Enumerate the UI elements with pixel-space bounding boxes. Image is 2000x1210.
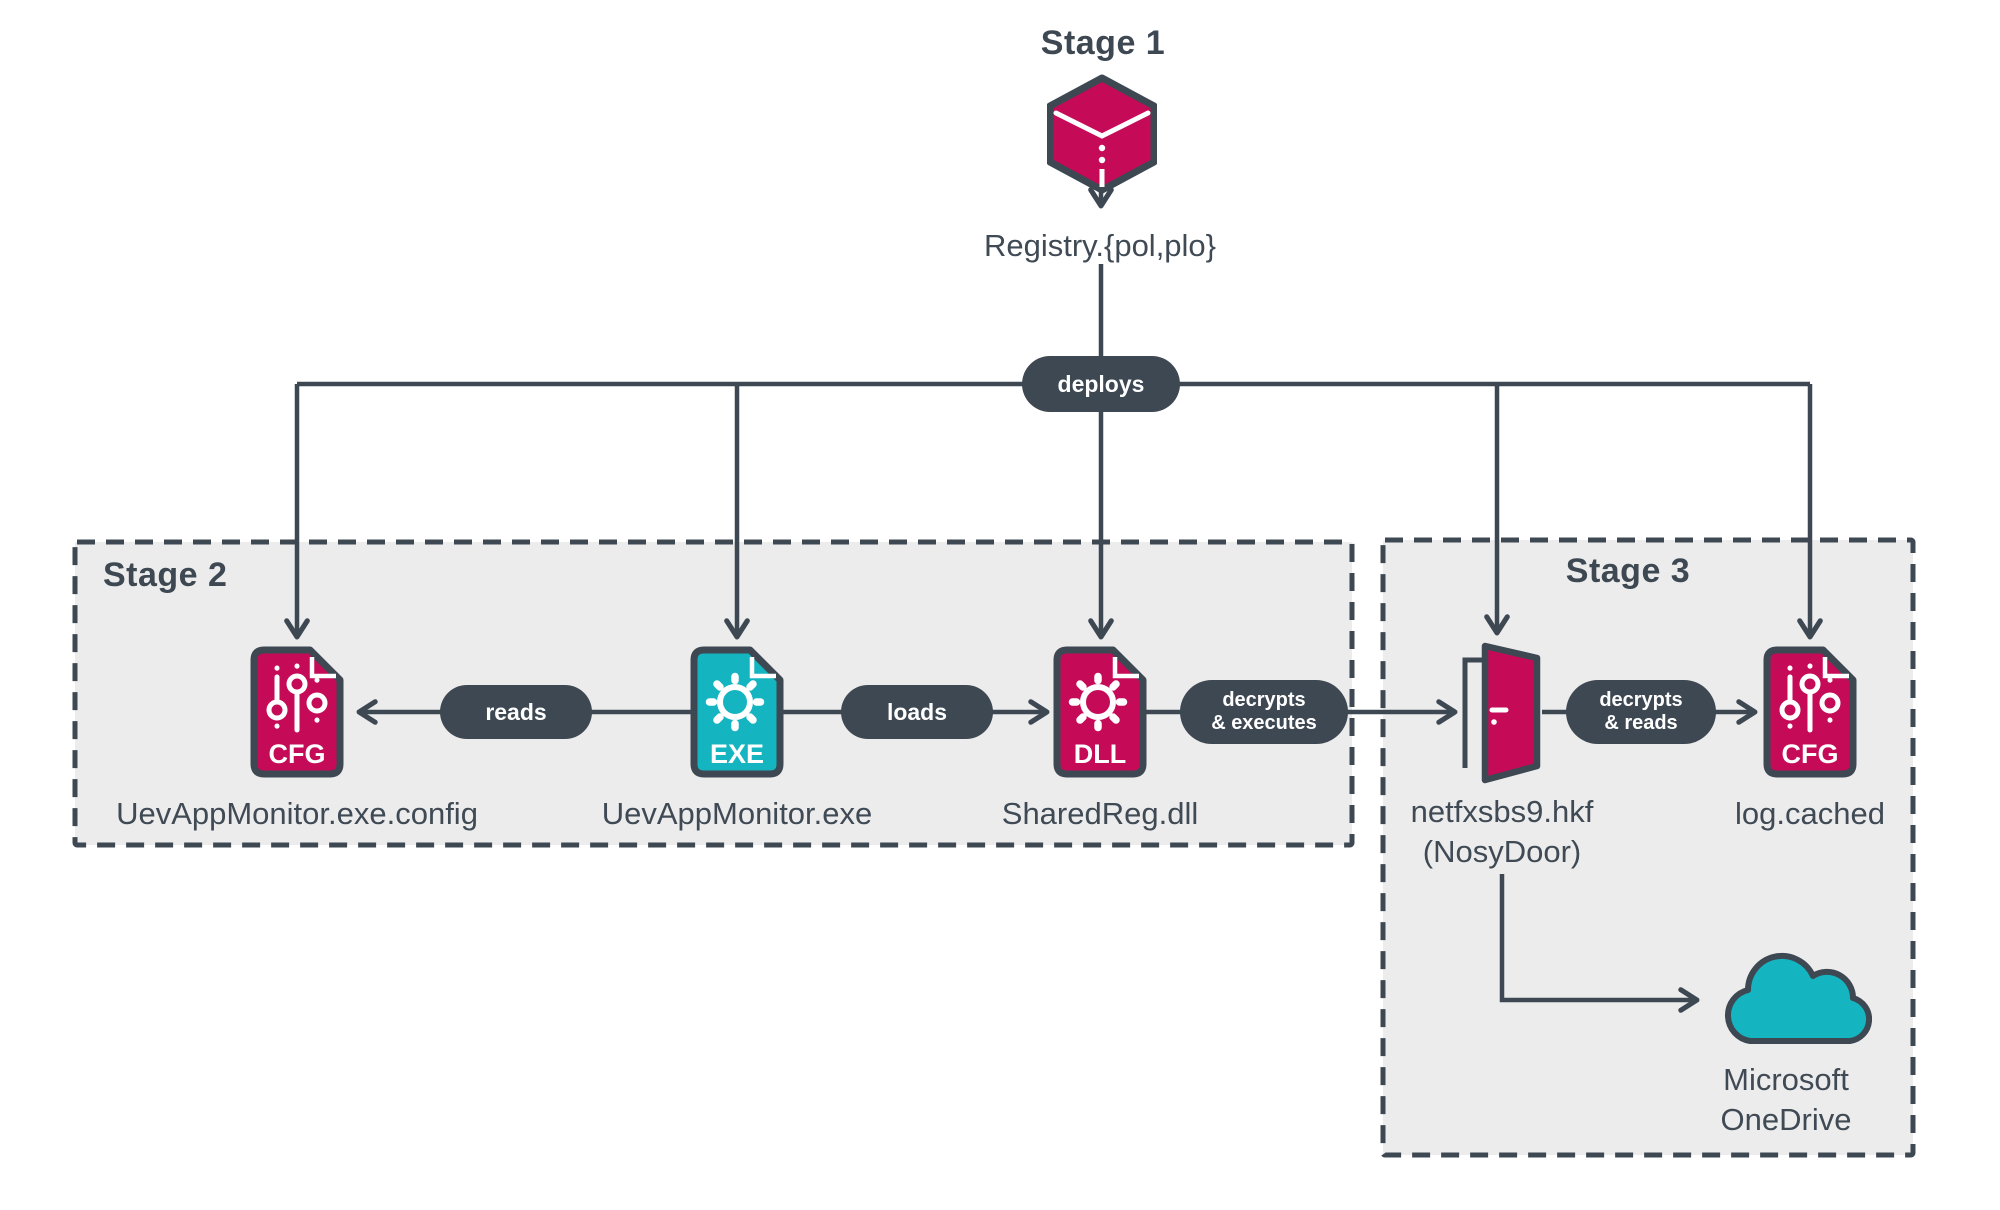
onedrive-line2: OneDrive (1720, 1102, 1852, 1137)
sharedreg-label: SharedReg.dll (1001, 796, 1199, 831)
stage1-label: Stage 1 (1040, 24, 1166, 62)
nosydoor-label: netfxsbs9.hkf (NosyDoor) (1302, 792, 1702, 872)
edge-label-reads: reads (440, 685, 592, 739)
sliders-glyph (1779, 663, 1841, 733)
edge-label-text: & executes (1211, 712, 1317, 734)
cloud-icon (1724, 953, 1872, 1044)
sliders-glyph (266, 663, 328, 733)
nosydoor-alias: (NosyDoor) (1422, 834, 1582, 869)
stage3-label: Stage 3 (1565, 552, 1691, 590)
onedrive-line1: Microsoft (1723, 1062, 1849, 1097)
edge-label-decrypts-executes: decrypts & executes (1180, 680, 1348, 744)
open-door-icon (1462, 642, 1541, 784)
edge-label-text: reads (485, 698, 547, 725)
uev-config-label: UevAppMonitor.exe.config (116, 796, 478, 831)
nosydoor-filename: netfxsbs9.hkf (1410, 794, 1594, 829)
exe-badge: EXE (710, 739, 764, 769)
dll-file-icon: DLL (1053, 646, 1147, 778)
cube-icon (1047, 74, 1157, 194)
edge-label-deploys: deploys (1022, 356, 1180, 412)
gear-glyph (1068, 672, 1128, 732)
onedrive-label: Microsoft OneDrive (1586, 1060, 1986, 1140)
edge-label-loads: loads (841, 685, 993, 739)
cfg-badge: CFG (1782, 739, 1839, 769)
registry-label: Registry.{pol,plo} (983, 228, 1217, 263)
cfg-badge: CFG (269, 739, 326, 769)
edge-label-text: & reads (1604, 712, 1678, 734)
edge-nosydoor-to-onedrive (1499, 874, 1700, 1013)
dll-badge: DLL (1074, 739, 1126, 769)
edge-label-text: decrypts (1599, 689, 1683, 711)
edge-label-text: decrypts (1222, 689, 1306, 711)
edge-label-text: loads (886, 698, 948, 725)
cfg-file-icon: CFG (250, 646, 344, 778)
edge-label-decrypts-reads: decrypts & reads (1566, 680, 1716, 744)
uev-exe-label: UevAppMonitor.exe (601, 796, 873, 831)
gear-glyph (705, 672, 765, 732)
edge-label-text: deploys (1057, 370, 1145, 397)
cfg-file-icon: CFG (1763, 646, 1857, 778)
log-cached-label: log.cached (1735, 796, 1885, 831)
exe-file-icon: EXE (690, 646, 784, 778)
stage2-label: Stage 2 (103, 556, 228, 594)
